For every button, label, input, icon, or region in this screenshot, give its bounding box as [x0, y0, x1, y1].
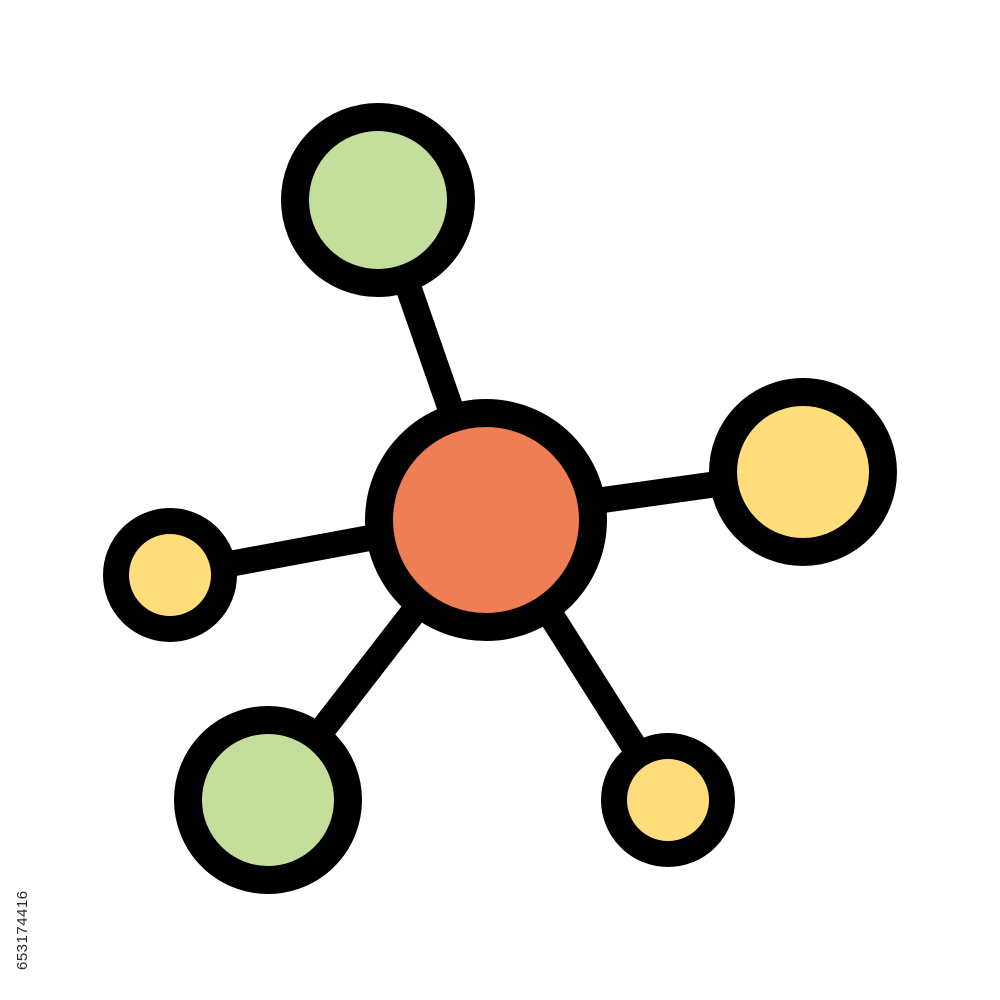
- node-bottom-green: [174, 706, 362, 894]
- node-bottom-yellow: [601, 733, 735, 867]
- node-right-yellow: [709, 378, 897, 566]
- node-left-yellow: [103, 508, 237, 642]
- node-center-hub: [365, 399, 607, 641]
- stock-id-label: 653174416: [14, 890, 31, 970]
- node-top-green: [281, 103, 475, 297]
